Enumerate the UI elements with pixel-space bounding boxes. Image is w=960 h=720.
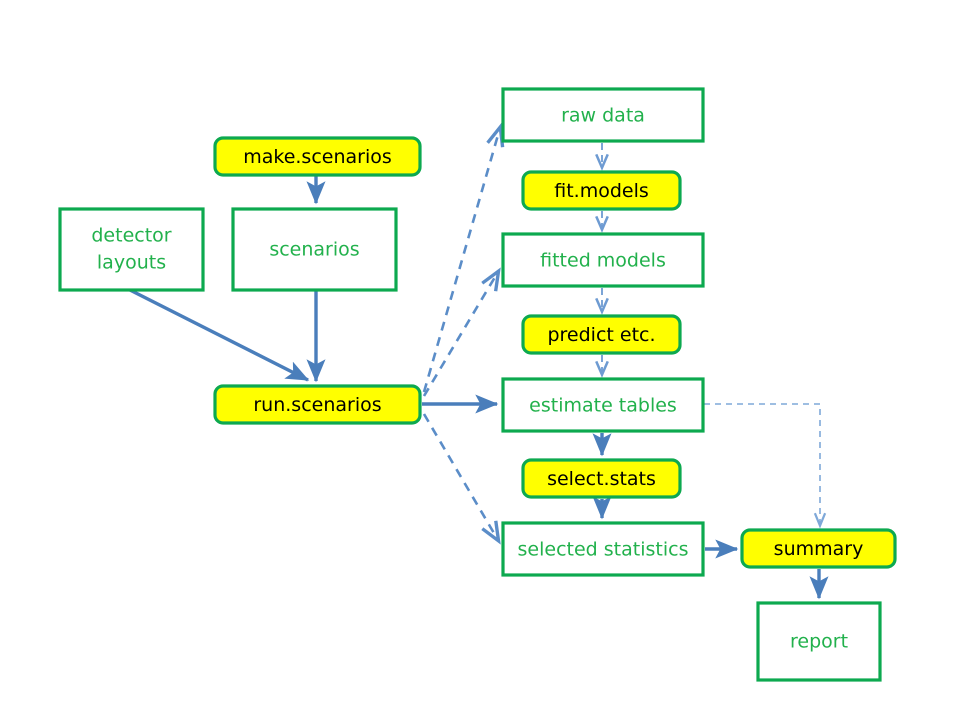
edge-detector-layouts-to-run-scenarios [127, 287, 310, 382]
node-fit-models-box[interactable] [521, 170, 682, 211]
node-scenarios[interactable]: scenarios [231, 207, 398, 292]
node-make-scenarios-box[interactable] [213, 136, 422, 177]
node-report[interactable]: report [756, 601, 882, 682]
node-make-scenarios[interactable]: make.scenarios [213, 136, 422, 177]
node-predict-etc-label: predict etc. [547, 324, 655, 346]
edge-run-scenarios-to-selected-statistics [422, 413, 501, 545]
node-run-scenarios[interactable]: run.scenarios [213, 384, 422, 425]
node-summary[interactable]: summary [740, 528, 897, 569]
node-detector-layouts-label-line1: detector [91, 225, 171, 247]
node-selected-statistics-box[interactable] [501, 521, 705, 577]
node-run-scenarios-label: run.scenarios [253, 394, 381, 416]
node-summary-box[interactable] [740, 528, 897, 569]
node-scenarios-label: scenarios [269, 239, 359, 261]
node-raw-data-label: raw data [561, 105, 645, 127]
node-run-scenarios-box[interactable] [213, 384, 422, 425]
edge-run-scenarios-to-fitted-models [422, 267, 501, 397]
node-make-scenarios-label: make.scenarios [243, 146, 392, 168]
node-fitted-models[interactable]: fitted models [501, 232, 705, 288]
node-select-stats[interactable]: select.stats [521, 458, 682, 499]
edge-run-scenarios-to-raw-data [422, 122, 505, 393]
node-raw-data[interactable]: raw data [501, 87, 705, 143]
node-estimate-tables[interactable]: estimate tables [501, 377, 705, 433]
node-select-stats-box[interactable] [521, 458, 682, 499]
node-predict-etc-box[interactable] [521, 314, 682, 355]
node-estimate-tables-label: estimate tables [529, 395, 677, 417]
node-summary-label: summary [774, 538, 864, 560]
node-detector-layouts-label-line2: layouts [97, 252, 166, 274]
node-scenarios-box[interactable] [231, 207, 398, 292]
node-selected-statistics[interactable]: selected statistics [501, 521, 705, 577]
node-select-stats-label: select.stats [547, 468, 656, 490]
node-raw-data-box[interactable] [501, 87, 705, 143]
node-predict-etc[interactable]: predict etc. [521, 314, 682, 355]
node-fit-models-label: fit.models [554, 180, 649, 202]
node-report-box[interactable] [756, 601, 882, 682]
node-estimate-tables-box[interactable] [501, 377, 705, 433]
node-fitted-models-box[interactable] [501, 232, 705, 288]
node-detector-layouts-box[interactable] [58, 207, 205, 292]
node-fitted-models-label: fitted models [540, 250, 666, 272]
node-fit-models[interactable]: fit.models [521, 170, 682, 211]
node-selected-statistics-label: selected statistics [518, 539, 689, 561]
edge-estimate-tables-to-summary [704, 403, 827, 529]
node-report-label: report [790, 631, 848, 653]
node-detector-layouts[interactable]: detector layouts [58, 207, 205, 292]
edge-layer [127, 122, 829, 600]
node-layer: make.scenarios detector layouts scenario… [58, 87, 897, 682]
